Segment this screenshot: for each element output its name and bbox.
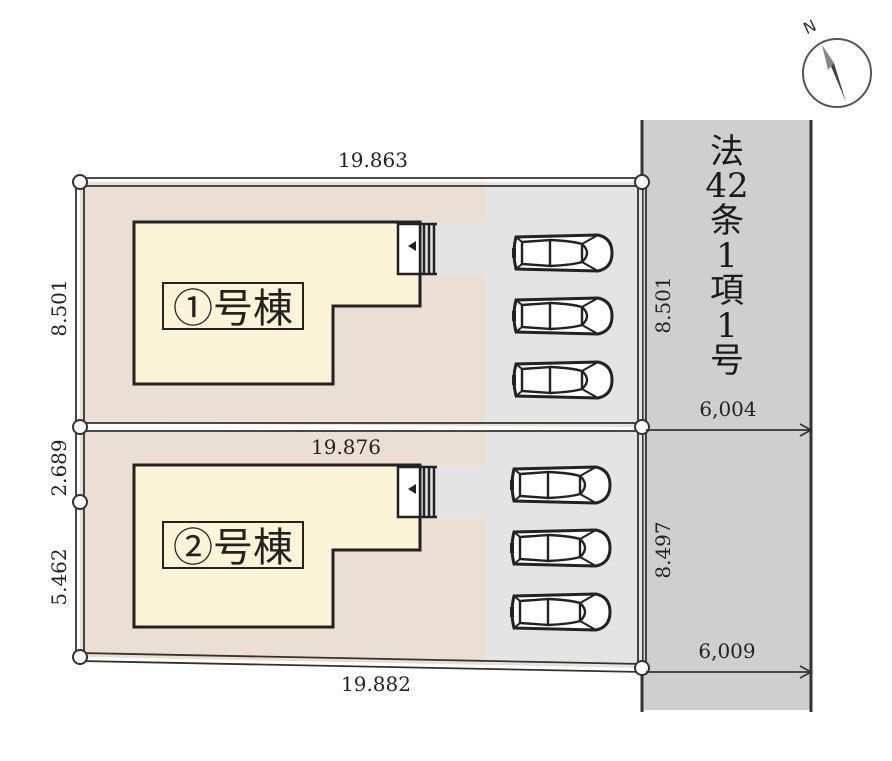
lot-1-entrance-arrow [408,241,416,251]
road-label-char-3: 条 [710,201,744,241]
road-width-line-1 [646,423,813,437]
road-width-line-2 [646,665,813,679]
compass-icon: N [800,16,872,108]
lot-1-house [132,220,422,386]
lot-2-label-box [162,521,304,569]
lot-1-label-box [162,282,304,330]
car-icon [510,360,614,400]
lot-2-building-label: ②号棟 [173,525,293,571]
lot-2-steps [420,465,437,519]
lot-2-left-upper: 2.689 [47,439,71,496]
lot-1-steps [420,222,437,276]
lot-2-left-lower: 5.462 [47,548,71,605]
boundary-markers [72,174,650,676]
compass-north-label: N [800,16,819,38]
road-label-char-2: 42 [705,166,748,206]
car-icon [508,528,612,568]
car-icon [510,233,614,273]
lot-2-entrance [396,465,422,519]
lot-1-building-label: ①号棟 [173,286,293,332]
road-label-char-1: 法 [710,132,744,172]
car-icon [508,592,612,632]
lot-2-approach [420,466,485,518]
lot-1-left-depth: 8.501 [47,279,71,336]
lot-1-right-frontage: 8.501 [651,276,675,333]
road-label: 法 42 条 1 項 1 号 [705,132,748,381]
lot-2-house [132,463,422,629]
lot-boundaries [75,177,647,673]
lot-2-right-frontage: 8.497 [651,521,675,578]
lot-2-top-width: 19.876 [311,435,381,459]
road-label-char-5: 項 [710,271,744,311]
lot-1-approach [420,222,485,275]
lot-1-top-width: 19.863 [338,148,408,172]
road-width-1: 6,004 [699,397,756,421]
lot-2-bottom-width: 19.882 [341,672,411,696]
road-width-2: 6,009 [698,639,755,663]
lot-2-entrance-arrow [408,484,416,494]
road-area [641,120,811,710]
car-icon [508,465,612,505]
road-label-char-6: 1 [716,306,738,346]
road-label-char-4: 1 [716,236,738,276]
lot-1-entrance [396,222,422,276]
road-label-char-7: 号 [710,341,744,381]
car-icon [510,296,614,336]
